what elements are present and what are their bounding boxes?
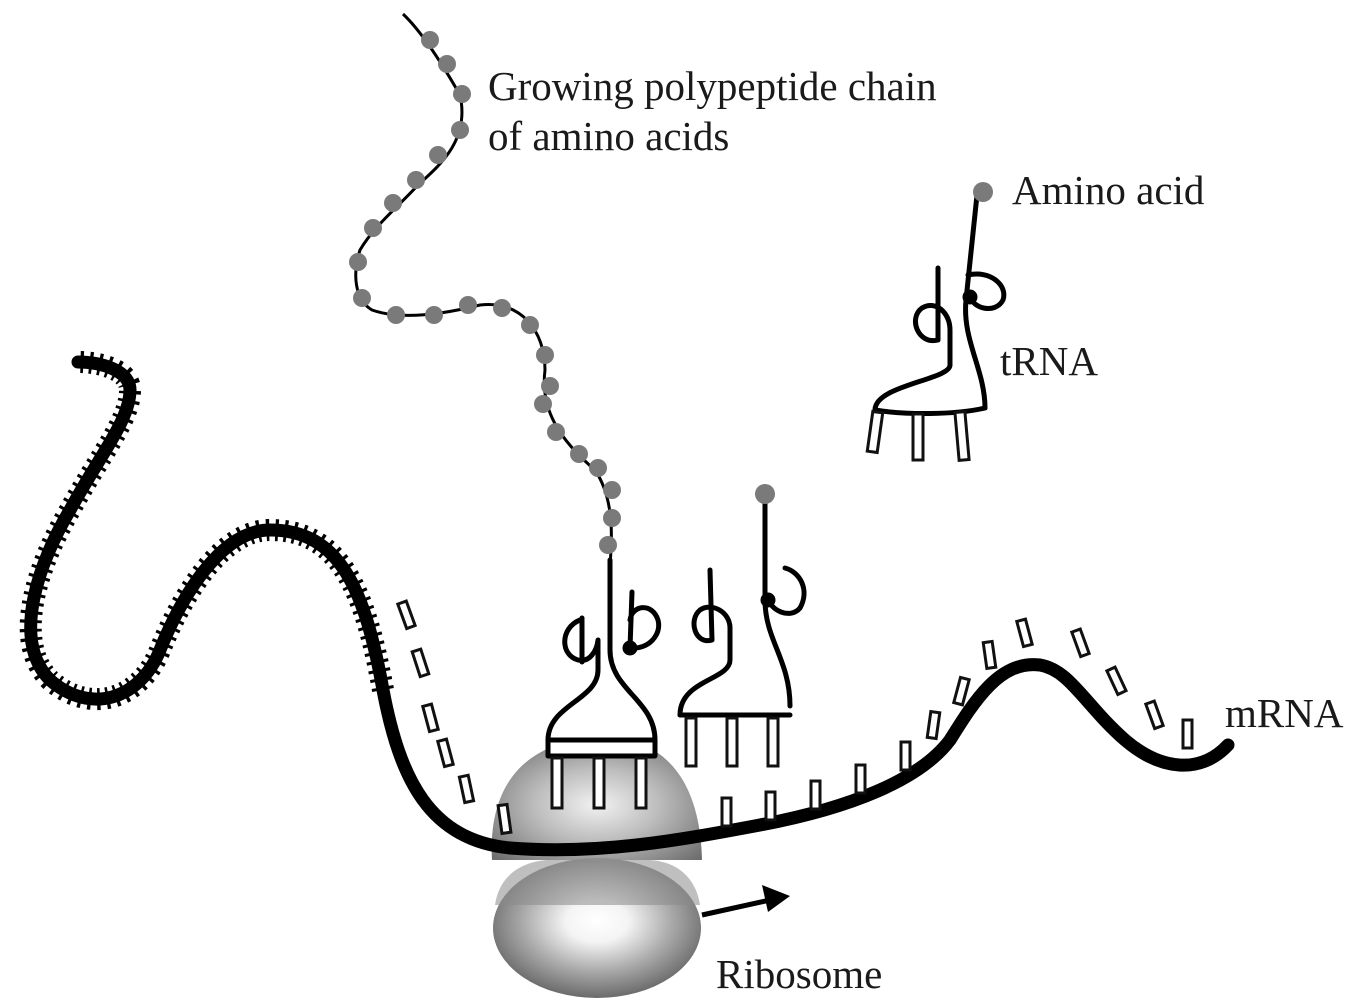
trna-bound-2-amino-acid xyxy=(755,484,775,504)
trna-bound-2 xyxy=(677,497,807,718)
label-polypeptide-line1: Growing polypeptide chain xyxy=(488,63,937,109)
polypeptide-chain xyxy=(349,12,621,566)
label-amino-acid: Amino acid xyxy=(1012,167,1204,213)
label-polypeptide-line2: of amino acids xyxy=(488,113,729,159)
trna-free-anticodons xyxy=(865,409,971,462)
mrna-bases xyxy=(395,599,1194,836)
trna-bound-1 xyxy=(545,557,662,759)
amino-acid-beads xyxy=(349,31,621,554)
trna-bound-1-anticodons xyxy=(550,756,648,810)
mrna-hatch xyxy=(19,351,394,711)
trna-free-amino-acid xyxy=(973,182,993,202)
trna-free xyxy=(872,192,1007,417)
label-trna: tRNA xyxy=(1000,338,1098,384)
ribosome-direction-arrow xyxy=(701,885,790,918)
mrna-strand xyxy=(19,351,1235,857)
ribosome-lower-shoulder xyxy=(495,859,700,905)
trna-bound-2-anticodons xyxy=(684,716,780,768)
label-ribosome: Ribosome xyxy=(716,951,882,997)
label-mrna: mRNA xyxy=(1225,690,1344,736)
